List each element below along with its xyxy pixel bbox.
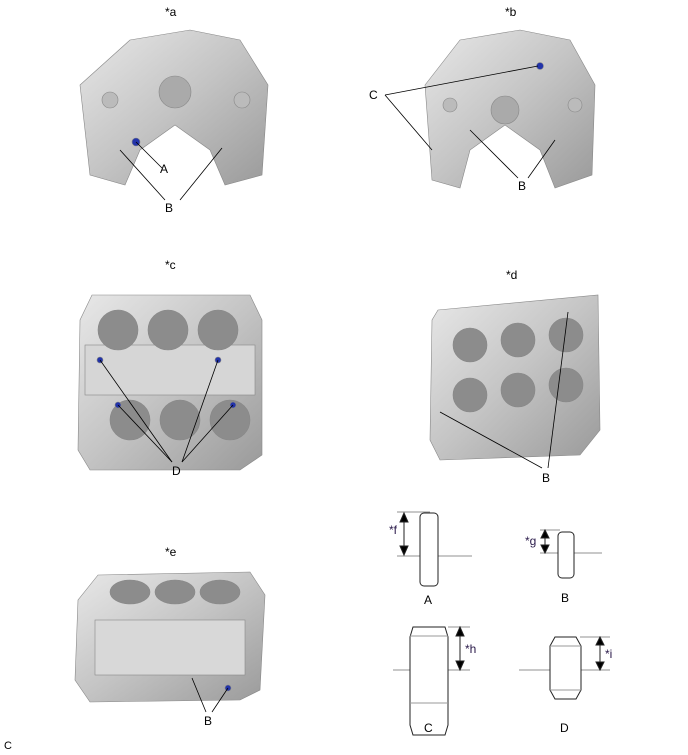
pin-d	[519, 635, 610, 700]
engine-block-front-view-a	[79, 29, 269, 186]
callout-b: B	[542, 471, 551, 485]
cylinder-block-top-view-c	[77, 294, 263, 471]
leader-lines	[99, 65, 569, 713]
view-b-title: *b	[505, 5, 517, 19]
pin-a	[397, 511, 472, 587]
dimension-f: *f	[389, 523, 398, 537]
pin-c-label: C	[424, 721, 433, 735]
dimension-h: *h	[465, 642, 477, 656]
pin-a-label: A	[424, 593, 433, 607]
pin-c	[393, 625, 470, 736]
callout-a: A	[160, 162, 169, 176]
engine-block-rear-view-b	[424, 29, 596, 189]
dimension-g: *g	[525, 534, 537, 548]
figure-code: C	[4, 740, 12, 752]
view-d-title: *d	[506, 268, 518, 282]
view-c-title: *c	[165, 258, 176, 272]
callout-b: B	[518, 179, 527, 193]
cylinder-block-view-d	[429, 294, 601, 461]
callout-b: B	[204, 714, 213, 728]
pin-d-label: D	[560, 721, 569, 735]
pin-drawings	[393, 511, 610, 736]
dimension-i: *i	[605, 647, 613, 661]
callout-d: D	[172, 464, 181, 478]
view-e-title: *e	[165, 545, 177, 559]
callout-c: C	[369, 88, 378, 102]
pin-b-label: B	[561, 591, 570, 605]
callout-b: B	[165, 201, 174, 215]
cylinder-block-view-e	[74, 571, 266, 703]
pin-b	[540, 528, 602, 579]
view-a-title: *a	[165, 5, 177, 19]
